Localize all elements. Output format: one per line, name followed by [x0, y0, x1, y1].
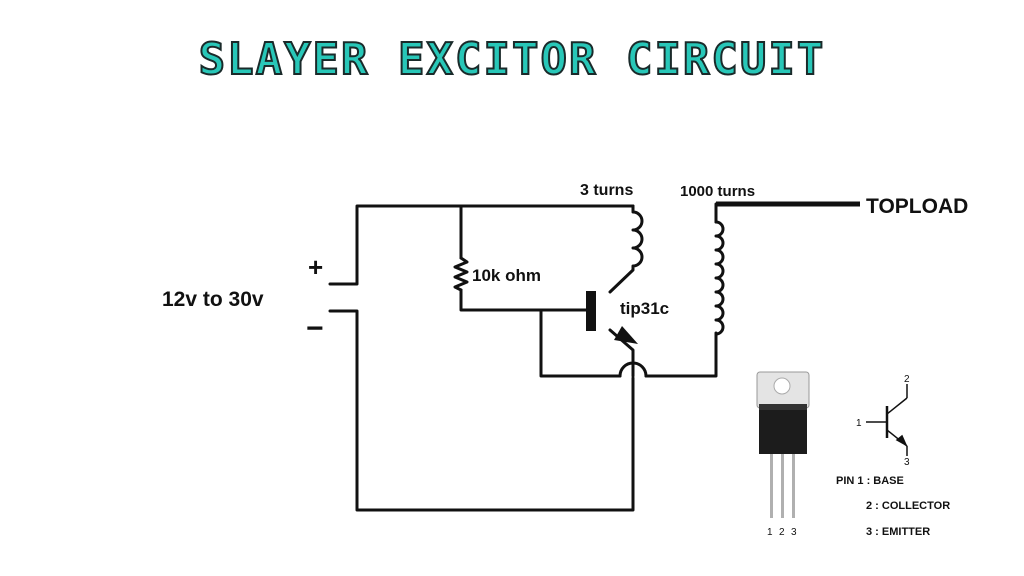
- symbol-pin-2: 2: [904, 374, 910, 385]
- primary-coil: [608, 204, 644, 294]
- supply-voltage-label: 12v to 30v: [162, 288, 264, 311]
- resistor: [453, 256, 469, 292]
- wire-secondary-bottom: [644, 331, 718, 378]
- transistor-emitter-arrow: [614, 326, 638, 344]
- wire-top: [328, 204, 635, 286]
- pin-legend-base: PIN 1 : BASE: [836, 475, 904, 487]
- wire-resistor-bottom: [459, 288, 594, 312]
- pin-legend-emitter: 3 : EMITTER: [866, 526, 930, 538]
- npn-symbol: [866, 384, 908, 456]
- package-pin-1: 1: [767, 527, 773, 538]
- wire-bottom: [328, 309, 635, 512]
- diagram-title: SLAYER EXCITOR CIRCUIT: [198, 33, 826, 86]
- minus-sign: −: [306, 312, 324, 345]
- topload-label: TOPLOAD: [866, 195, 968, 218]
- plus-sign: +: [308, 252, 323, 282]
- package-pin-3: 3: [791, 527, 797, 538]
- secondary-coil-label: 1000 turns: [680, 183, 755, 200]
- secondary-coil: [714, 220, 725, 336]
- symbol-pin-1: 1: [856, 418, 862, 429]
- symbol-pin-3: 3: [904, 457, 910, 468]
- package-pin-2: 2: [779, 527, 785, 538]
- to220-package: 1 2 3: [756, 371, 810, 538]
- wire-base-loop: [539, 308, 622, 378]
- pin-legend-collector: 2 : COLLECTOR: [866, 500, 950, 512]
- resistor-label: 10k ohm: [472, 266, 541, 285]
- transistor-label: tip31c: [620, 299, 669, 318]
- primary-coil-label: 3 turns: [580, 182, 633, 199]
- transistor-base-bar: [586, 291, 596, 331]
